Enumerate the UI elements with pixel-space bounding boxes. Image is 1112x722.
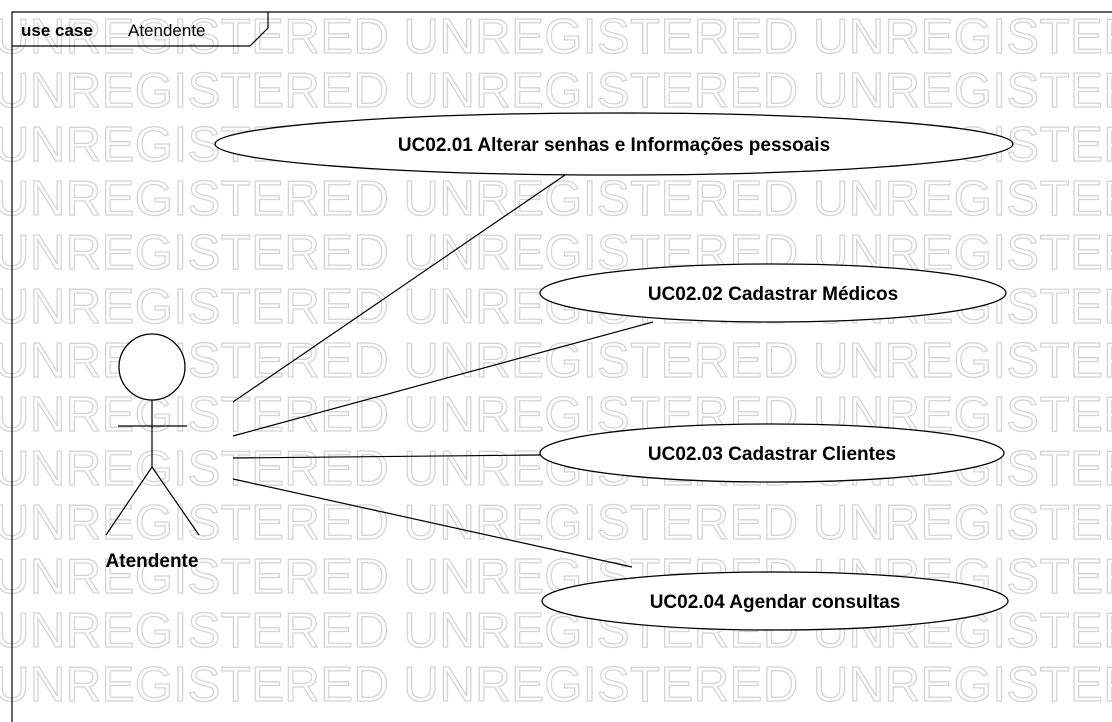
watermark-row: UNREGISTERED UNREGISTERED UNREGISTERED U…: [0, 226, 1112, 280]
watermark-row: UNREGISTERED UNREGISTERED UNREGISTERED U…: [0, 172, 1112, 226]
actor-left-leg: [105, 466, 153, 536]
use-case-uc0204[interactable]: UC02.04 Agendar consultas: [541, 571, 1009, 631]
associations: [232, 174, 654, 568]
use-case-ellipse: [541, 571, 1009, 631]
watermark-row: UNREGISTERED UNREGISTERED UNREGISTERED U…: [0, 658, 1112, 712]
use-case-uc0202[interactable]: UC02.02 Cadastrar Médicos: [539, 263, 1007, 323]
association-uc0202: [232, 321, 654, 437]
use-case-label: UC02.04 Agendar consultas: [650, 592, 901, 613]
use-case-ellipse: [539, 423, 1005, 483]
frame-name: Atendente: [128, 21, 206, 40]
use-case-uc0203[interactable]: UC02.03 Cadastrar Clientes: [539, 423, 1005, 483]
frame-keyword: use case: [21, 21, 93, 40]
actor-atendente[interactable]: Atendente: [105, 333, 200, 572]
use-case-uc0201[interactable]: UC02.01 Alterar senhas e Informações pes…: [214, 112, 1014, 176]
association-uc0203: [232, 454, 541, 459]
use-case-ellipse: [539, 263, 1007, 323]
diagram-frame: use case Atendente: [11, 11, 1112, 722]
actor-label: Atendente: [106, 551, 199, 572]
use-case-label: UC02.03 Cadastrar Clientes: [648, 444, 896, 465]
actor-right-leg: [151, 466, 200, 536]
watermark-row: UNREGISTERED UNREGISTERED UNREGISTERED U…: [0, 10, 1112, 64]
frame-tab: [12, 12, 269, 47]
use-case-ellipse: [214, 112, 1014, 176]
watermark-layer: UNREGISTERED UNREGISTERED UNREGISTERED U…: [0, 9, 1112, 712]
use-case-label: UC02.02 Cadastrar Médicos: [648, 284, 898, 305]
association-uc0204: [232, 478, 633, 568]
association-uc0201: [232, 174, 566, 403]
watermark-row: UNREGISTERED UNREGISTERED UNREGISTERED U…: [0, 64, 1112, 118]
frame-border: [11, 11, 1112, 722]
watermark-row: UNREGISTERED UNREGISTERED UNREGISTERED U…: [0, 334, 1112, 388]
watermark-row: UNREGISTERED UNREGISTERED UNREGISTERED U…: [0, 496, 1112, 550]
actor-head: [118, 333, 186, 401]
use-case-label: UC02.01 Alterar senhas e Informações pes…: [398, 135, 830, 156]
